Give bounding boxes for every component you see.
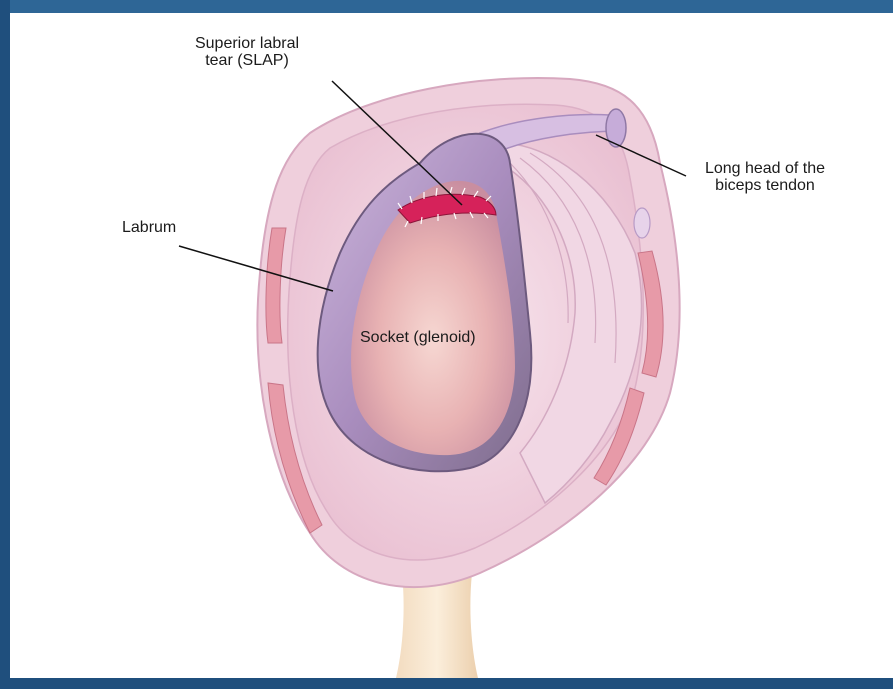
label-labrum: Labrum	[122, 219, 176, 236]
label-slap-line2: tear (SLAP)	[167, 52, 327, 69]
label-biceps-line2: biceps tendon	[685, 177, 845, 194]
illustration-canvas: Superior labral tear (SLAP) Long head of…	[10, 13, 893, 678]
top-border-strip	[10, 0, 893, 13]
label-slap-line1: Superior labral	[167, 35, 327, 52]
label-biceps-tendon: Long head of the biceps tendon	[685, 160, 845, 194]
bone-stem	[396, 573, 478, 678]
label-slap: Superior labral tear (SLAP)	[167, 35, 327, 69]
label-biceps-line1: Long head of the	[685, 160, 845, 177]
label-socket: Socket (glenoid)	[360, 329, 476, 346]
